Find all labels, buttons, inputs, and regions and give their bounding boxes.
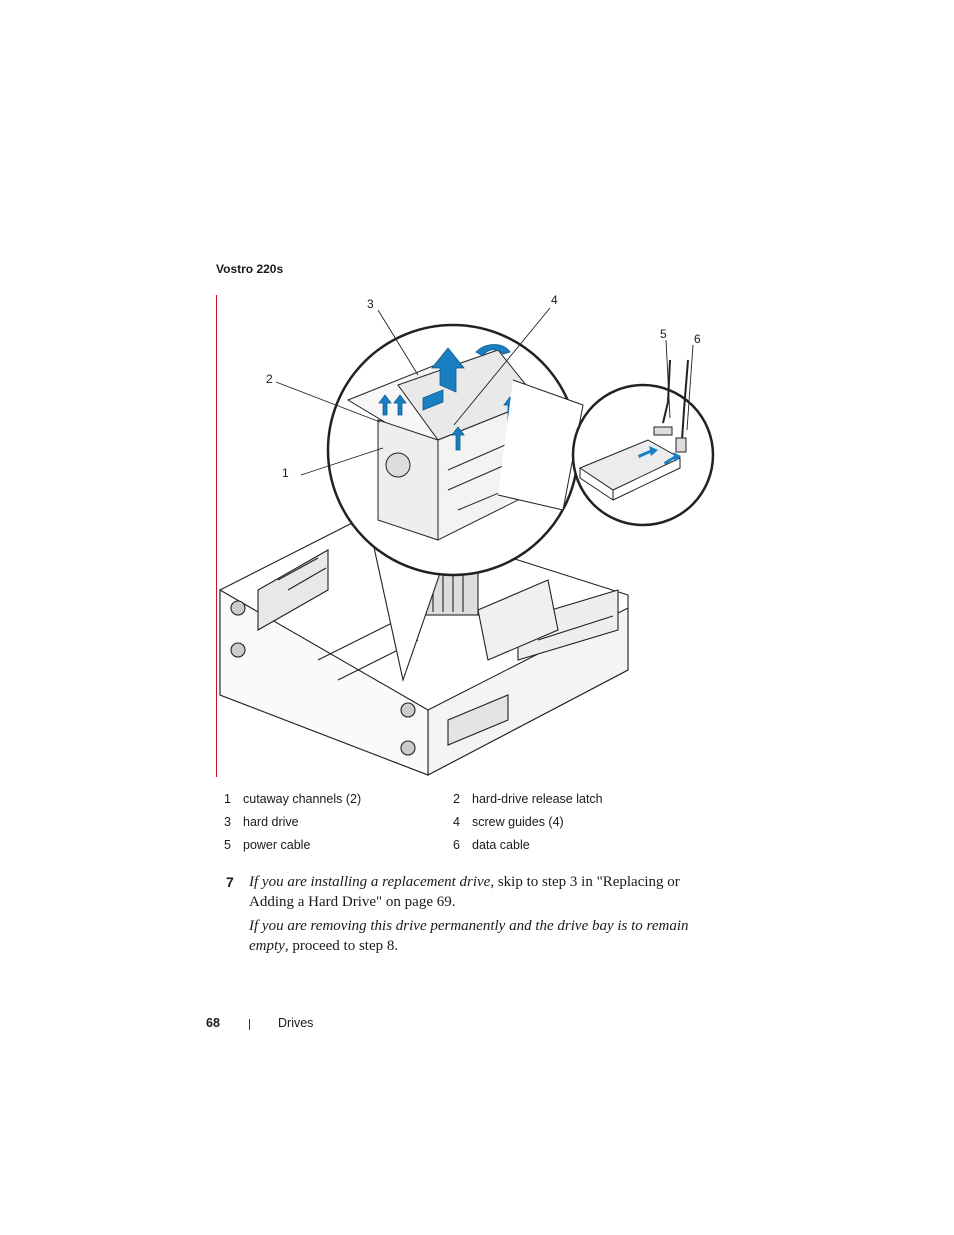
step-number: 7 — [226, 874, 234, 890]
hard-drive-removal-illustration: 1 2 3 4 5 6 — [219, 293, 715, 776]
callout-1: 1 — [282, 466, 289, 480]
hard-drive-cage — [477, 579, 559, 661]
expansion-cards — [257, 549, 329, 631]
power-cable — [662, 359, 671, 424]
leader-2 — [275, 381, 381, 423]
margin-rule — [216, 295, 217, 777]
section-name: Drives — [278, 1016, 314, 1030]
callout-6: 6 — [694, 332, 701, 346]
leader-6 — [686, 344, 694, 431]
callout-3: 3 — [367, 297, 374, 311]
callout-4: 4 — [551, 293, 558, 307]
leader-1 — [300, 447, 384, 476]
latch-arrow — [475, 344, 511, 357]
page-number: 68 — [206, 1016, 220, 1030]
leader-3 — [377, 309, 419, 376]
step-note: If you are removing this drive permanent… — [249, 918, 689, 954]
leader-4 — [453, 307, 551, 426]
leader-5 — [665, 339, 671, 419]
callout-2: 2 — [266, 372, 273, 386]
figure-title: Vostro 220s — [216, 262, 284, 276]
footer-divider — [249, 1019, 250, 1030]
step-instruction: If you are installing a replacement driv… — [249, 874, 680, 910]
data-cable — [681, 359, 689, 441]
lift-arrow — [431, 347, 465, 393]
slide-arrow — [422, 389, 444, 411]
callout-5: 5 — [660, 327, 667, 341]
